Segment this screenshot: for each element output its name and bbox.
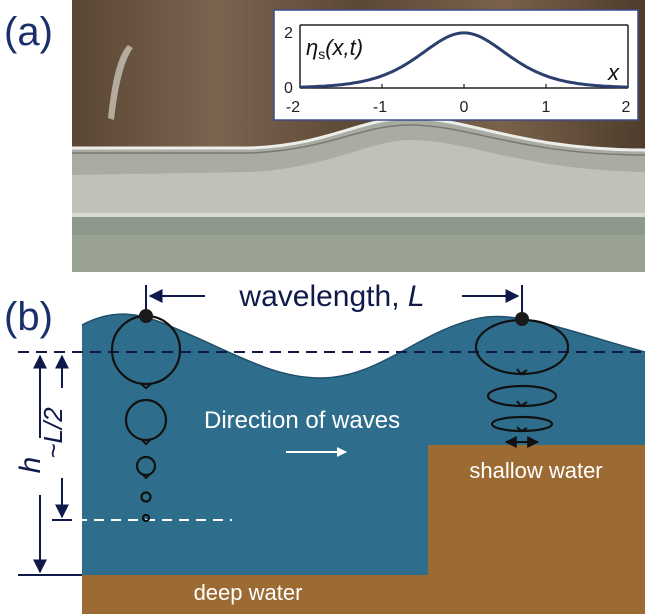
inset-xtick-4: 2 — [622, 99, 631, 116]
half-wavelength-label: ~L/2 — [38, 407, 68, 459]
panel-b: h ~L/2 wavelength, L (b) — [4, 280, 645, 614]
deep-orbit-2 — [124, 398, 168, 442]
inset-xtick-0: -2 — [286, 99, 300, 116]
inset-ytick-bottom: 0 — [284, 80, 293, 97]
deep-orbit-4 — [140, 491, 152, 503]
inset-x-variable: x — [607, 60, 620, 85]
shallow-water-particle — [515, 312, 529, 326]
deep-water-particle — [139, 309, 153, 323]
water-body — [82, 314, 645, 578]
shallow-water-label: shallow water — [469, 458, 602, 483]
direction-label: Direction of waves — [204, 407, 400, 434]
deep-water-label: deep water — [194, 580, 303, 605]
inset-xtick-2: 0 — [460, 99, 469, 116]
deep-orbit-3 — [135, 455, 157, 477]
inset-xtick-1: -1 — [373, 99, 387, 116]
deep-sand — [82, 575, 645, 614]
panel-a: (a) 2 0 -2 -1 0 1 2 ηs(x,t) x — [4, 0, 645, 272]
inset-xtick-3: 1 — [542, 99, 551, 116]
depth-label: h — [14, 457, 47, 474]
panel-b-label: (b) — [4, 295, 53, 339]
inset-ytick-top: 2 — [284, 25, 293, 42]
deep-orbit-5 — [141, 513, 151, 523]
panel-a-label: (a) — [4, 10, 53, 54]
inset-function-label: ηs(x,t) — [306, 35, 363, 62]
wavelength-label: wavelength, L — [238, 280, 424, 313]
inset-soliton-curve — [299, 31, 629, 89]
inset-plot: 2 0 -2 -1 0 1 2 ηs(x,t) x — [273, 9, 639, 121]
